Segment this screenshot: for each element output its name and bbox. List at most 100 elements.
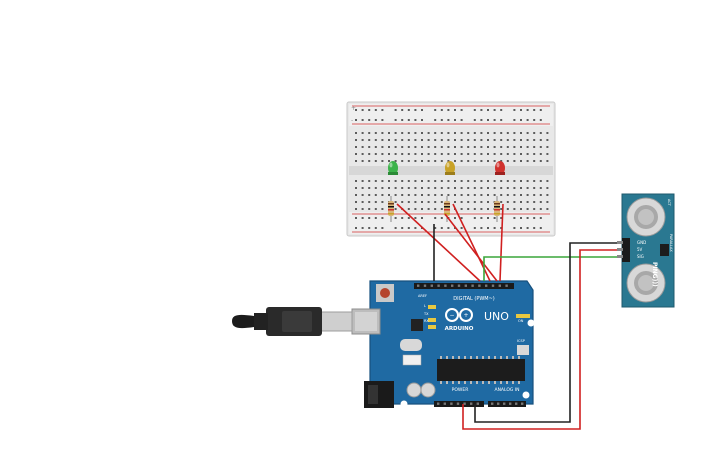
breadboard-hole — [407, 146, 410, 148]
power-pin[interactable] — [456, 402, 460, 405]
breadboard-hole — [447, 180, 450, 182]
analog-pin[interactable] — [521, 402, 524, 405]
wire-sensor-gnd — [474, 242, 617, 423]
breadboard-hole — [533, 146, 536, 148]
breadboard-hole — [401, 217, 404, 219]
led-green[interactable] — [388, 161, 398, 175]
chip-leg — [452, 381, 454, 384]
breadboard-hole — [473, 217, 476, 219]
led-yellow[interactable] — [445, 161, 455, 175]
digital-pin[interactable] — [478, 284, 481, 287]
sensor-pin-5v: 5V — [637, 247, 643, 252]
chip-leg — [482, 381, 484, 384]
breadboard-hole — [506, 187, 509, 189]
breadboard-hole — [487, 194, 489, 196]
breadboard-hole — [454, 132, 456, 134]
wire-green-led-signal — [396, 203, 481, 282]
resistor-1[interactable] — [388, 196, 394, 222]
power-pin[interactable] — [463, 402, 466, 405]
breadboard-hole — [526, 160, 529, 162]
digital-pin[interactable] — [485, 284, 488, 287]
digital-pin[interactable] — [505, 284, 508, 287]
digital-pin[interactable] — [437, 284, 440, 287]
chip-leg — [446, 356, 448, 359]
breadboard-hole — [374, 146, 377, 148]
breadboard-hole — [546, 146, 549, 148]
breadboard-hole — [374, 217, 377, 219]
resistor-3[interactable] — [494, 196, 500, 222]
digital-pin[interactable] — [417, 284, 420, 287]
digital-pin[interactable] — [498, 284, 501, 287]
breadboard-hole — [506, 139, 509, 141]
usb-cable[interactable] — [232, 307, 353, 336]
breadboard-hole — [520, 132, 522, 134]
digital-pin[interactable] — [423, 284, 427, 287]
analog-pin[interactable] — [503, 402, 506, 405]
power-pin[interactable] — [470, 402, 473, 405]
power-header-pins[interactable] — [437, 402, 524, 405]
breadboard-hole — [388, 180, 390, 182]
power-pin[interactable] — [476, 402, 479, 405]
breadboard-hole — [454, 194, 456, 196]
sensor-pin-gnd: GND — [637, 240, 646, 245]
breadboard-hole — [513, 132, 516, 134]
breadboard-hole — [500, 132, 503, 134]
rx-label: RX — [424, 319, 429, 323]
breadboard-hole — [480, 227, 483, 229]
breadboard-hole — [539, 208, 542, 210]
breadboard-hole — [434, 109, 437, 111]
breadboard-hole — [460, 217, 463, 219]
tx-label: TX — [423, 312, 429, 316]
ultrasonic-sensor[interactable]: GND 5V SIG PING))) PARALLAX ACT — [617, 193, 675, 308]
breadboard-hole — [493, 227, 496, 229]
breadboard-hole — [414, 119, 417, 121]
breadboard-hole — [533, 109, 536, 111]
digital-pin[interactable] — [471, 284, 474, 287]
arduino-uno-board[interactable]: DIGITAL (PWM~) AREF POWER ANALOG IN − + … — [351, 280, 535, 408]
analog-pin[interactable] — [491, 402, 494, 405]
breadboard-hole — [361, 187, 364, 189]
analog-pin[interactable] — [497, 402, 500, 405]
breadboard-hole — [493, 187, 496, 189]
breadboard-hole — [355, 208, 357, 210]
breadboard-hole — [546, 132, 549, 134]
breadboard-hole — [374, 153, 377, 155]
breadboard-hole — [460, 132, 463, 134]
breadboard-hole — [434, 146, 437, 148]
power-pin[interactable] — [437, 402, 440, 405]
breadboard-hole — [434, 208, 437, 210]
digital-pin[interactable] — [457, 284, 461, 287]
breadboard-hole — [434, 160, 437, 162]
digital-pin[interactable] — [444, 284, 447, 287]
digital-pin[interactable] — [430, 284, 433, 287]
breadboard-hole — [421, 201, 423, 203]
digital-pin[interactable] — [464, 284, 467, 287]
breadboard-hole — [520, 187, 522, 189]
breadboard-hole — [421, 217, 423, 219]
breadboard-hole — [526, 227, 529, 229]
digital-pin[interactable] — [491, 284, 495, 287]
breadboard-hole — [467, 201, 470, 203]
power-pin[interactable] — [450, 402, 453, 405]
breadboard-hole — [394, 208, 397, 210]
breadboard-hole — [500, 227, 503, 229]
led-red[interactable] — [495, 161, 505, 175]
analog-pin[interactable] — [509, 402, 512, 405]
sensor-name: PING))) — [651, 262, 658, 287]
breadboard-hole — [526, 146, 529, 148]
breadboard-hole — [520, 146, 522, 148]
breadboard-hole — [355, 160, 357, 162]
power-pin[interactable] — [443, 402, 446, 405]
digital-header-pins[interactable] — [417, 284, 508, 287]
analog-pin[interactable] — [515, 402, 518, 405]
breadboard-hole — [447, 119, 450, 121]
digital-pin[interactable] — [451, 284, 454, 287]
breadboard-hole — [355, 201, 357, 203]
board-model: UNO — [484, 310, 509, 323]
breadboard-hole — [533, 217, 536, 219]
breadboard-hole — [440, 217, 443, 219]
icsp-label: ICSP — [517, 339, 525, 343]
breadboard-hole — [394, 153, 397, 155]
breadboard-hole — [414, 217, 417, 219]
breadboard-hole — [533, 227, 536, 229]
